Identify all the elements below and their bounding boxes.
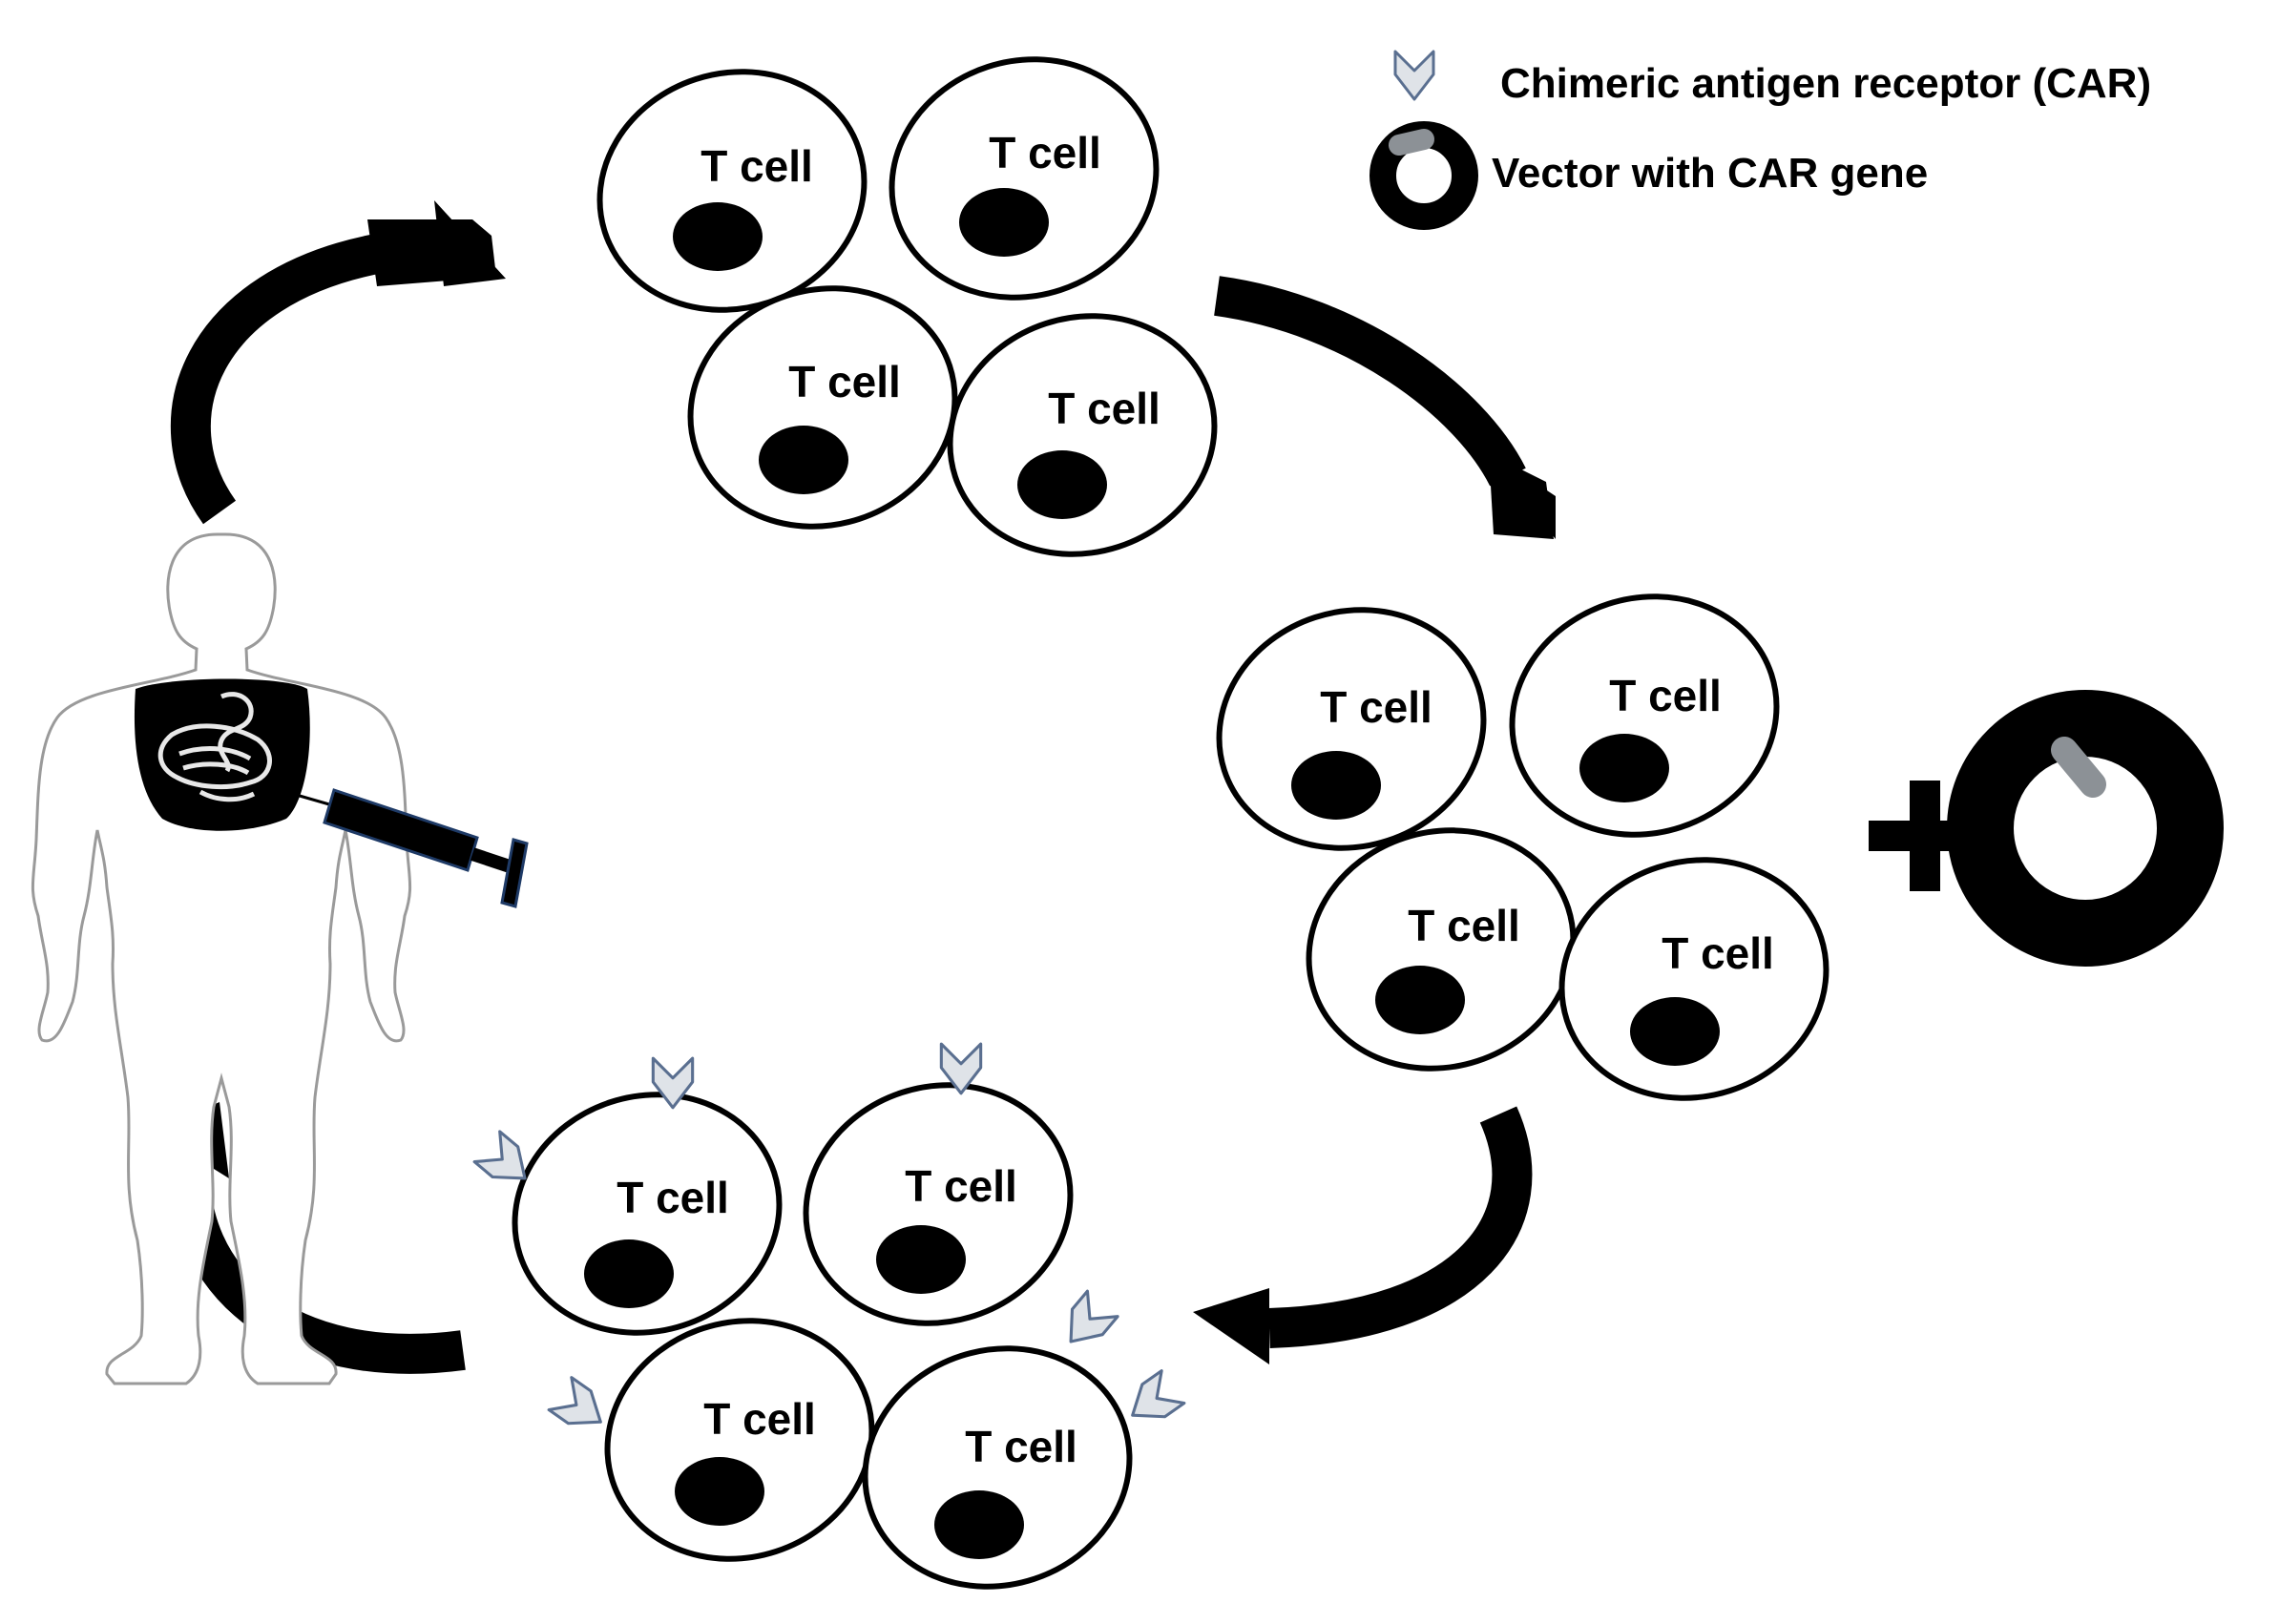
t-cell: T cell	[803, 1082, 1074, 1326]
t-cell: T cell	[1216, 607, 1487, 851]
t-cell-label: T cell	[703, 1394, 816, 1444]
vector-ring-icon	[1947, 690, 2224, 967]
t-cell-label: T cell	[700, 141, 813, 191]
t-cell-label: T cell	[1609, 671, 1722, 720]
cell-group-car-t: T cell T cell T cell T cell	[472, 1042, 1186, 1590]
t-cell: T cell	[889, 56, 1160, 301]
t-cell-label: T cell	[1408, 901, 1520, 950]
human-body-icon	[31, 532, 412, 1385]
t-cell-label: T cell	[788, 357, 901, 406]
arrow-harvest	[170, 200, 506, 525]
cell-group-transduction: T cell T cell T cell T cell	[1216, 593, 2224, 1101]
car-receptor-icon	[1119, 1369, 1186, 1433]
legend-vector-label: Vector with CAR gene	[1492, 150, 1928, 197]
t-cell-label: T cell	[1320, 682, 1432, 732]
nucleus	[876, 1225, 966, 1294]
t-cell: T cell	[862, 1345, 1133, 1590]
cycle-arrows	[153, 200, 1556, 1374]
organs-icon	[157, 692, 272, 802]
nucleus	[1579, 734, 1669, 802]
car-receptor-icon	[547, 1376, 614, 1440]
t-cell-label: T cell	[1662, 928, 1774, 978]
t-cell: T cell	[687, 285, 958, 530]
t-cell-label: T cell	[905, 1161, 1017, 1211]
nucleus	[673, 202, 763, 271]
t-cell-label: T cell	[965, 1422, 1077, 1471]
t-cell-label: T cell	[617, 1173, 729, 1222]
nucleus	[1291, 751, 1381, 820]
nucleus	[1630, 997, 1720, 1066]
legend: Chimeric antigen receptor (CAR) Vector w…	[1369, 50, 2151, 230]
t-cell: T cell	[512, 1092, 783, 1336]
nucleus	[759, 426, 848, 494]
nucleus	[675, 1457, 764, 1526]
nucleus	[584, 1239, 674, 1308]
t-cell: T cell	[1306, 827, 1577, 1072]
cell-group-harvested: T cell T cell T cell T cell	[596, 56, 1218, 557]
t-cell: T cell	[1558, 857, 1829, 1101]
car-receptor-icon	[1393, 50, 1435, 101]
t-cell: T cell	[947, 313, 1218, 557]
arrow-transduce	[1214, 276, 1556, 539]
t-cell: T cell	[1509, 593, 1780, 838]
syringe-icon	[285, 788, 529, 908]
t-cell-label: T cell	[1048, 384, 1160, 433]
nucleus	[934, 1490, 1024, 1559]
t-cell-label: T cell	[989, 128, 1101, 177]
t-cell: T cell	[596, 69, 868, 313]
t-cell: T cell	[604, 1318, 875, 1562]
nucleus	[1375, 966, 1465, 1034]
vector-ring-icon	[1369, 121, 1478, 230]
nucleus	[959, 188, 1049, 257]
arrow-expand	[1193, 1106, 1533, 1364]
car-receptor-icon	[1054, 1289, 1119, 1356]
nucleus	[1017, 450, 1107, 519]
legend-car-label: Chimeric antigen receptor (CAR)	[1500, 60, 2151, 107]
